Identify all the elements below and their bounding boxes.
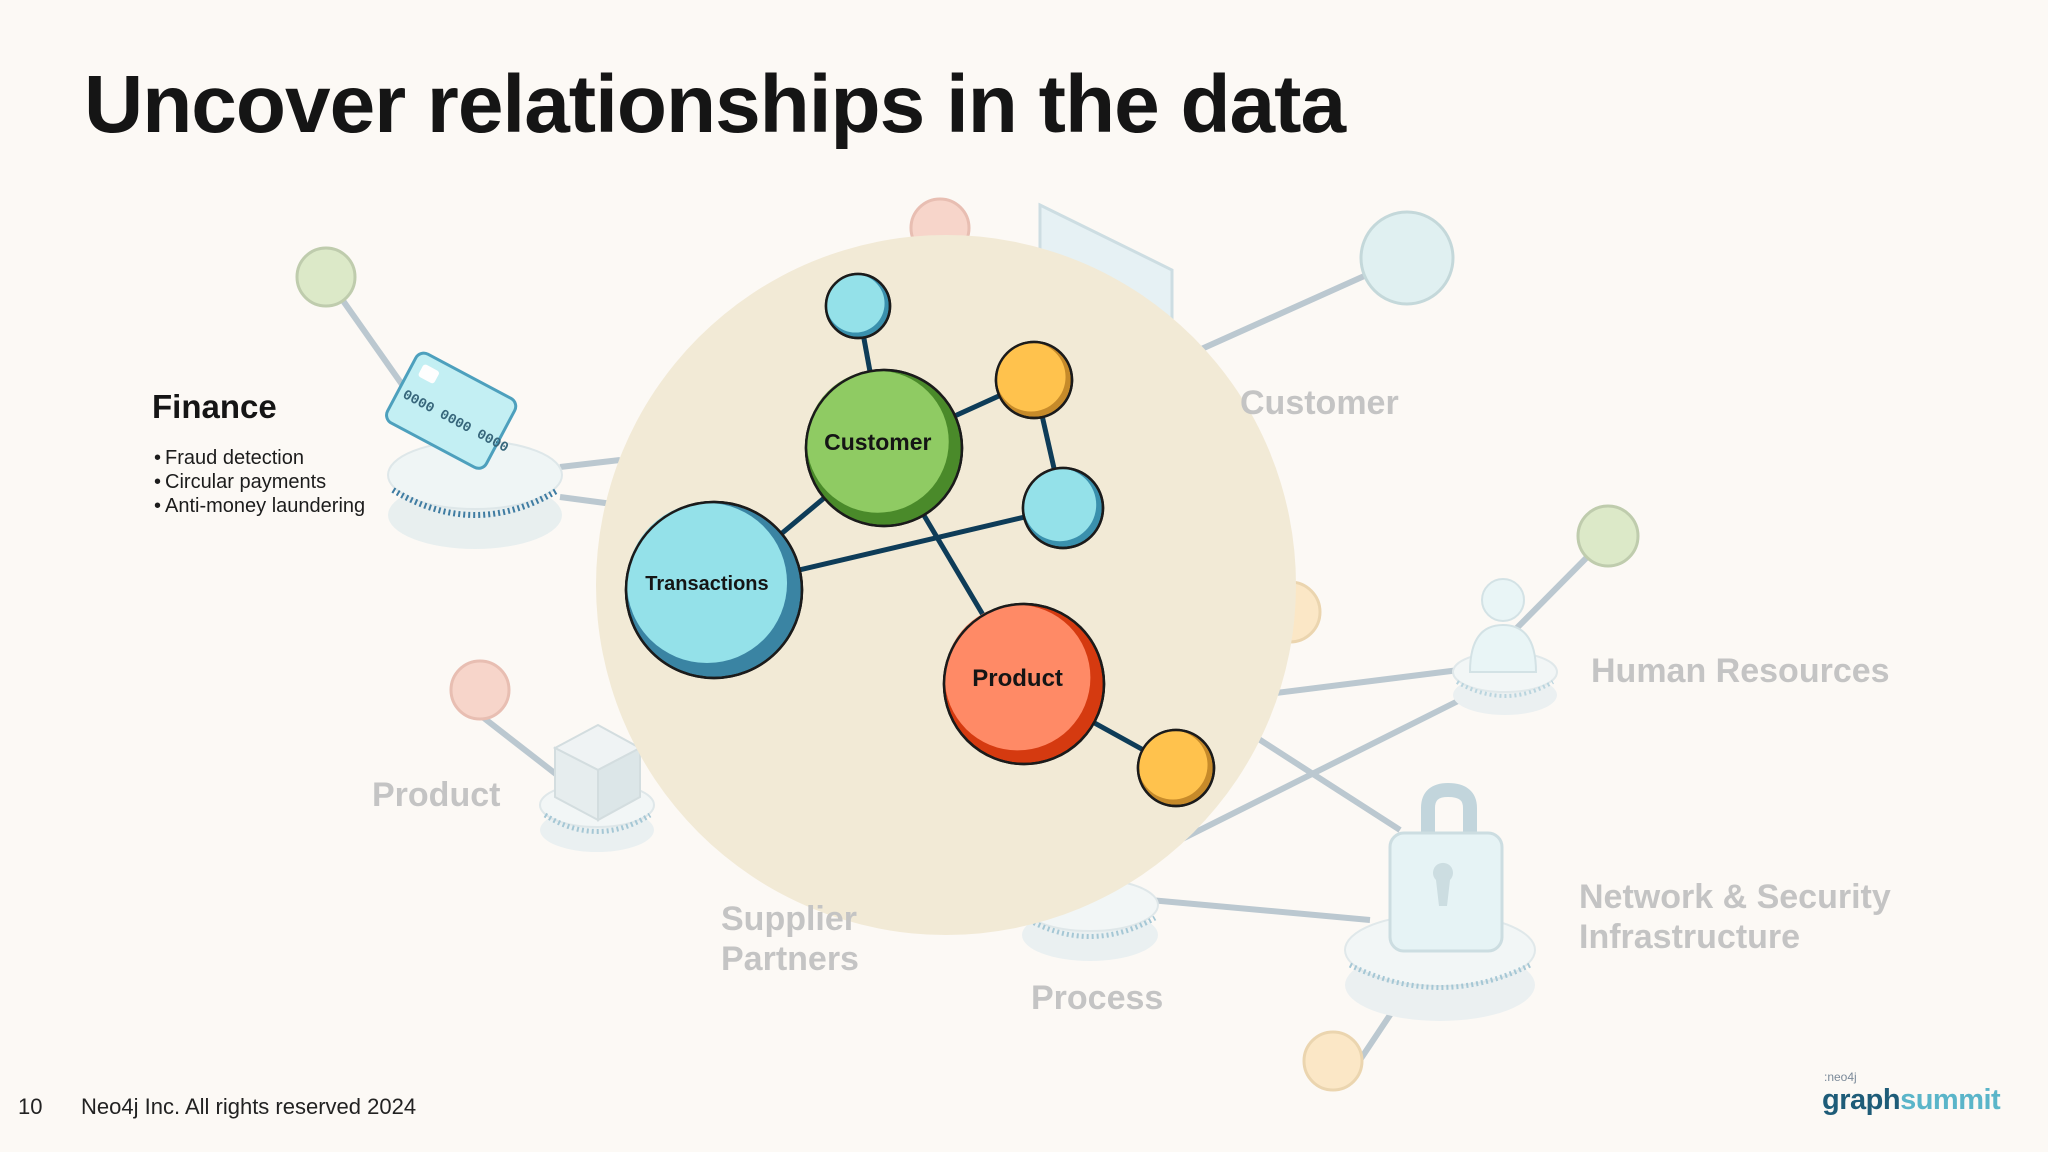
graph-node-cyan-top <box>824 272 892 340</box>
label-human-resources: Human Resources <box>1591 652 1890 690</box>
background-network: 0000 0000 0000 <box>295 197 1640 1092</box>
logo-word-accent: summit <box>1900 1084 2001 1116</box>
faded-node-yellow-bottom <box>1302 1030 1364 1092</box>
faded-node-pink-left <box>449 659 511 721</box>
graph-node-label-transactions: Transactions <box>645 573 768 595</box>
label-network-line1: Network & Security <box>1579 878 1891 916</box>
finance-bullet: Circular payments <box>154 470 365 494</box>
finance-bullet: Anti-money laundering <box>154 494 365 518</box>
graphsummit-logo: :neo4j graphsummit <box>1822 1070 2001 1117</box>
page-number: 10 <box>18 1094 43 1119</box>
label-network-line2: Infrastructure <box>1579 918 1801 956</box>
label-product: Product <box>372 776 501 814</box>
graph-node-label-product: Product <box>972 665 1063 692</box>
label-suppliers-line2: Partners <box>721 940 859 978</box>
slide-title: Uncover relationships in the data <box>84 59 1346 150</box>
graph-node-cyan-right <box>1021 466 1105 550</box>
person-icon <box>1468 578 1538 673</box>
graph-node-yellow-top <box>994 340 1074 420</box>
faded-node-green-right <box>1576 504 1640 568</box>
finance-bullet: Fraud detection <box>154 446 365 470</box>
label-customer: Customer <box>1240 384 1399 422</box>
logo-neo4j-text: :neo4j <box>1824 1070 1857 1084</box>
label-process: Process <box>1031 979 1164 1017</box>
finance-platform <box>387 440 563 549</box>
graph-node-transactions: Transactions <box>624 500 804 680</box>
graph-node-product: Product <box>942 602 1106 766</box>
box-icon <box>552 723 643 822</box>
faded-node-green-topleft <box>295 246 357 308</box>
finance-heading: Finance <box>152 388 277 425</box>
graph-node-customer: Customer <box>804 368 964 528</box>
graph-node-yellow-bot <box>1136 728 1216 808</box>
label-suppliers-line1: Supplier <box>721 900 858 938</box>
spotlight-circle <box>596 235 1296 935</box>
finance-bullet-list: Fraud detection Circular payments Anti-m… <box>154 446 365 518</box>
copyright-text: Neo4j Inc. All rights reserved 2024 <box>81 1094 417 1119</box>
label-network-security: Network & Security Infrastructure <box>1579 877 1891 957</box>
label-suppliers-partners: Supplier Partners <box>721 899 859 979</box>
padlock-icon <box>1388 782 1504 953</box>
logo-word-main: graph <box>1822 1084 1901 1116</box>
faded-node-cyan-topright <box>1359 210 1455 306</box>
graph-node-label-customer: Customer <box>824 429 931 455</box>
